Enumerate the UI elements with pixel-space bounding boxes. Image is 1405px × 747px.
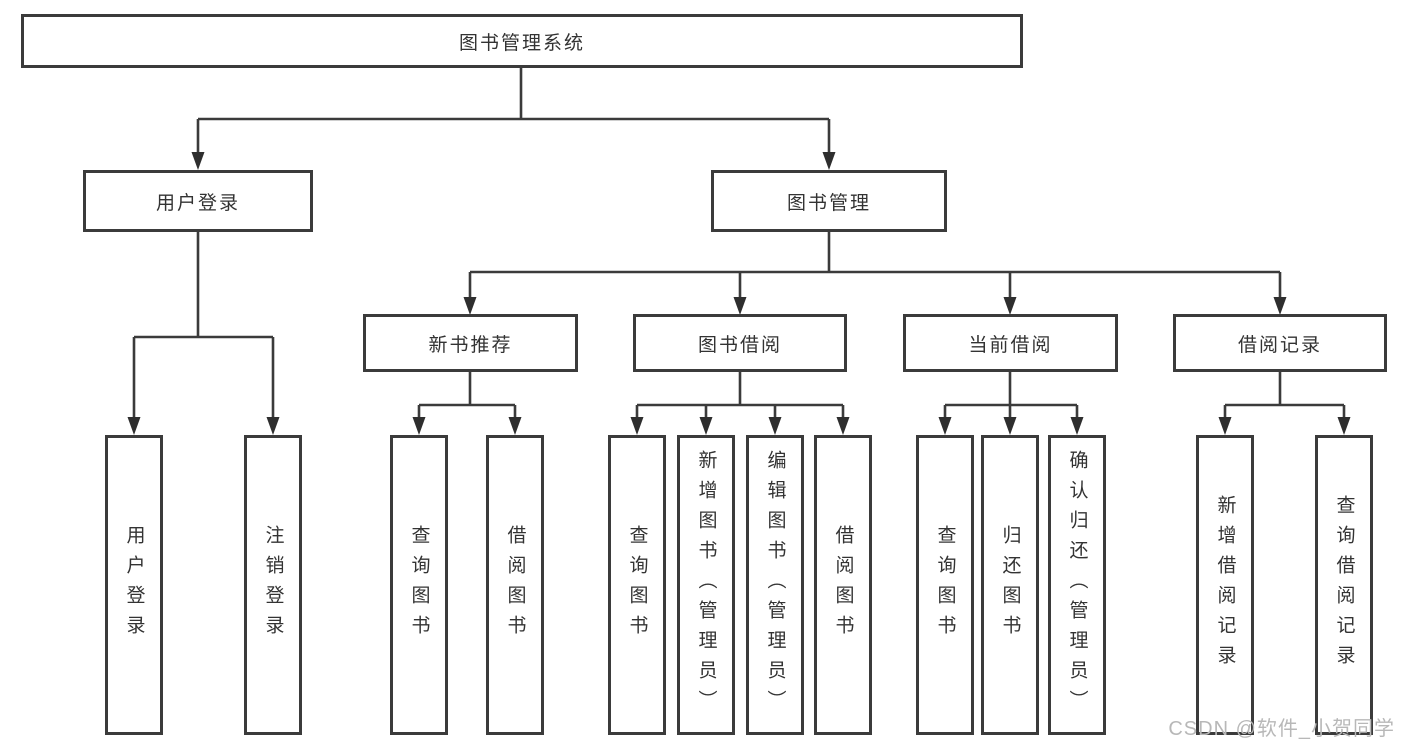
- leaf-records-add-record: 新增借阅记录: [1196, 435, 1254, 735]
- leaf-logout-label: 注销登录: [262, 525, 284, 645]
- connector-root-to-level2: [191, 66, 836, 170]
- node-current-borrowing-label: 当前借阅: [968, 334, 1053, 356]
- node-current-borrowing: 当前借阅: [903, 314, 1118, 372]
- leaf-borrow-add-book-admin-label: 新增图书（管理员）: [695, 450, 717, 720]
- leaf-borrow-query-books-label: 查询图书: [626, 525, 648, 645]
- watermark: CSDN @软件_小贺同学: [1168, 718, 1395, 740]
- node-new-book-recommend: 新书推荐: [363, 314, 578, 372]
- leaf-current-query-books: 查询图书: [916, 435, 974, 735]
- node-user-login-label: 用户登录: [155, 192, 240, 214]
- leaf-borrow-edit-book-admin-label: 编辑图书（管理员）: [764, 450, 786, 720]
- leaf-borrow-edit-book-admin: 编辑图书（管理员）: [746, 435, 804, 735]
- node-borrowing-records: 借阅记录: [1173, 314, 1387, 372]
- connector-mgmt-to-level3: [463, 232, 1287, 315]
- node-book-borrowing-label: 图书借阅: [697, 334, 782, 356]
- leaf-borrow-query-books: 查询图书: [608, 435, 666, 735]
- leaf-user-login: 用户登录: [105, 435, 163, 735]
- node-root-label: 图书管理系统: [458, 32, 585, 54]
- node-book-management-label: 图书管理: [786, 192, 871, 214]
- connector-borrow-to-leaves: [630, 372, 850, 435]
- node-book-borrowing: 图书借阅: [633, 314, 847, 372]
- leaf-records-query-record-label: 查询借阅记录: [1333, 495, 1355, 675]
- leaf-borrow-borrow-books-label: 借阅图书: [832, 525, 854, 645]
- leaf-logout: 注销登录: [244, 435, 302, 735]
- leaf-borrow-add-book-admin: 新增图书（管理员）: [677, 435, 735, 735]
- leaf-user-login-label: 用户登录: [123, 525, 145, 645]
- node-new-book-recommend-label: 新书推荐: [428, 334, 513, 356]
- leaf-recommend-query-books: 查询图书: [390, 435, 448, 735]
- connector-records-to-leaves: [1218, 372, 1351, 435]
- leaf-recommend-borrow-books-label: 借阅图书: [504, 525, 526, 645]
- node-root: 图书管理系统: [21, 14, 1023, 68]
- connector-recommend-to-leaves: [412, 372, 522, 435]
- leaf-records-add-record-label: 新增借阅记录: [1214, 495, 1236, 675]
- leaf-recommend-borrow-books: 借阅图书: [486, 435, 544, 735]
- leaf-current-return-books-label: 归还图书: [999, 525, 1021, 645]
- leaf-borrow-borrow-books: 借阅图书: [814, 435, 872, 735]
- leaf-current-return-books: 归还图书: [981, 435, 1039, 735]
- leaf-current-confirm-return-admin: 确认归还（管理员）: [1048, 435, 1106, 735]
- node-borrowing-records-label: 借阅记录: [1237, 334, 1322, 356]
- leaf-records-query-record: 查询借阅记录: [1315, 435, 1373, 735]
- leaf-current-query-books-label: 查询图书: [934, 525, 956, 645]
- connector-login-to-leaves: [127, 232, 280, 435]
- leaf-recommend-query-books-label: 查询图书: [408, 525, 430, 645]
- connector-current-to-leaves: [938, 372, 1084, 435]
- node-book-management: 图书管理: [711, 170, 947, 232]
- leaf-current-confirm-return-admin-label: 确认归还（管理员）: [1066, 450, 1088, 720]
- node-user-login: 用户登录: [83, 170, 313, 232]
